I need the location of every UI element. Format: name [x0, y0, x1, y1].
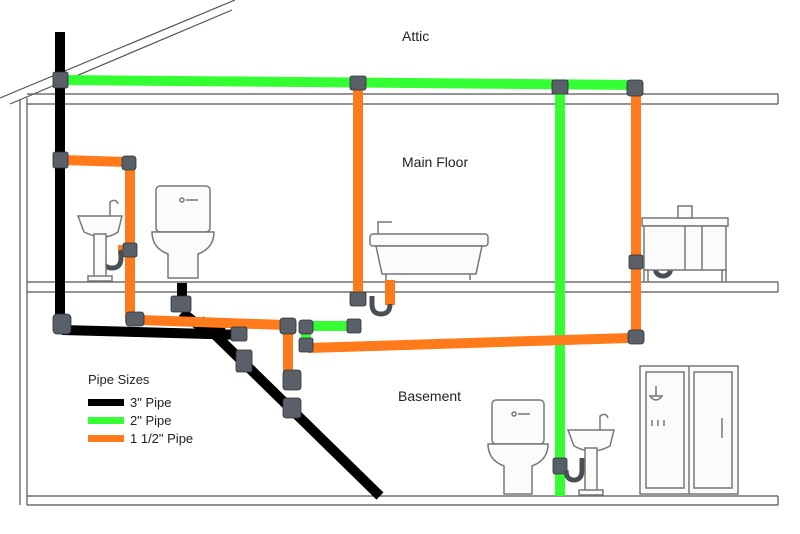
house-structure	[0, 0, 779, 506]
main-floor-label: Main Floor	[402, 154, 469, 170]
legend-swatch	[88, 416, 124, 424]
basement-label: Basement	[398, 388, 462, 404]
coupling	[230, 326, 248, 342]
legend-label: 2" Pipe	[130, 412, 172, 428]
elbow-fitting	[298, 319, 314, 335]
roof-inner	[9, 9, 233, 105]
p-trap	[563, 458, 585, 483]
legend-swatch	[88, 434, 124, 442]
pipe-size-legend: Pipe Sizes 3" Pipe 2" Pipe 1 1/2" Pipe	[88, 372, 193, 447]
elbow-fitting	[627, 329, 645, 345]
toilet-main-floor	[151, 185, 215, 279]
wye-fitting	[282, 369, 302, 391]
tee-fitting	[235, 349, 253, 373]
tee-fitting	[551, 79, 569, 95]
wye-fitting	[282, 397, 302, 419]
shower-cabinet	[639, 365, 739, 495]
attic-vent-header	[61, 75, 636, 90]
toilet-basement	[487, 399, 549, 495]
legend-title: Pipe Sizes	[88, 372, 150, 387]
coupling	[346, 318, 362, 334]
legend-item: 1 1/2" Pipe	[88, 429, 193, 447]
p-trap	[369, 296, 393, 317]
left-branch-drain	[139, 315, 286, 330]
tee-fitting	[349, 291, 367, 307]
tee-fitting	[122, 242, 138, 258]
legend-label: 3" Pipe	[130, 394, 172, 410]
elbow-fitting	[626, 79, 644, 97]
roof-outer	[0, 0, 236, 99]
legend-item: 2" Pipe	[88, 411, 193, 429]
fittings	[52, 71, 645, 475]
legend-item: 3" Pipe	[88, 393, 193, 411]
legend-swatch	[88, 398, 124, 406]
right-branch-drain	[307, 333, 631, 353]
vanity-cabinet	[641, 205, 729, 283]
sink-main-floor	[76, 199, 123, 282]
legend-label: 1 1/2" Pipe	[130, 430, 194, 446]
tee-fitting	[170, 295, 192, 313]
elbow-fitting	[125, 311, 145, 327]
tee-fitting	[628, 254, 644, 270]
elbow-fitting	[52, 313, 72, 335]
elbow-fitting	[121, 155, 137, 171]
sink-basement	[566, 413, 615, 496]
tee-fitting	[52, 71, 69, 89]
fixtures	[76, 185, 739, 496]
attic-label: Attic	[402, 28, 430, 44]
tee-fitting	[298, 337, 314, 353]
elbow-fitting	[279, 317, 297, 335]
tee-fitting	[349, 75, 367, 91]
bathtub	[369, 221, 489, 280]
tee-fitting	[52, 151, 69, 169]
